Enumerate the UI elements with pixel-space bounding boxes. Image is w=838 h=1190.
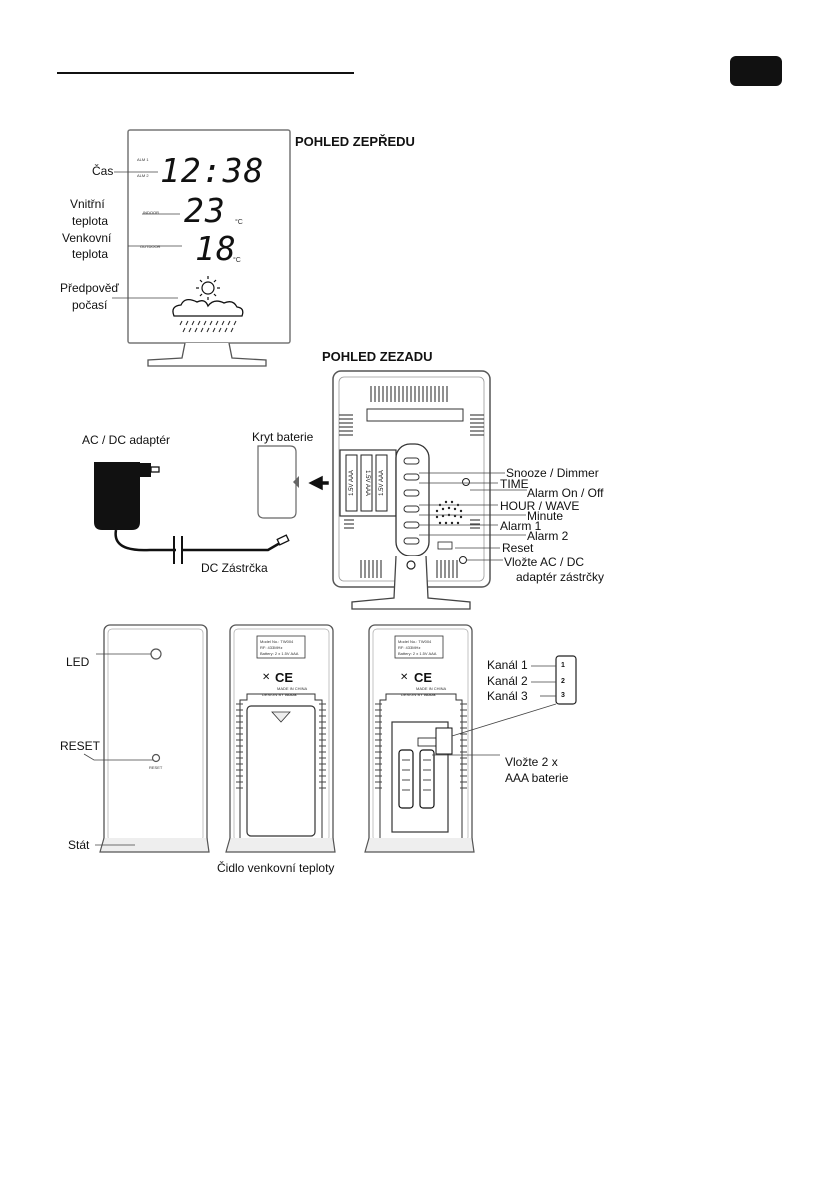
header-rule	[57, 72, 354, 74]
adapter-icon	[94, 462, 290, 564]
label-forecast-2: počasí	[72, 298, 108, 312]
bin-icon-2: ✕	[262, 672, 271, 683]
bin-icon-3: ✕	[400, 672, 409, 683]
alm1-tag: ALM 1	[137, 157, 149, 162]
page-tab	[730, 56, 782, 86]
lcd-indoor-temp: 23	[184, 191, 226, 230]
label-adapter: AC / DC adaptér	[82, 433, 171, 447]
channel-num-1: 1	[561, 662, 565, 669]
lcd-time: 12:38	[160, 151, 265, 190]
ce-mark-3: CE	[414, 670, 433, 685]
label-reset-sensor: RESET	[60, 739, 101, 753]
label-insert-plug-1: Vložte AC / DC	[504, 555, 585, 569]
lcd-outdoor-temp: 18	[195, 229, 237, 268]
sticker-3-line3: Battery: 2 x 1.5V AAA	[398, 651, 437, 656]
channel-num-2: 2	[561, 678, 565, 685]
label-channel-1: Kanál 1	[487, 658, 528, 672]
sticker-2-line2: RF: 433MHz	[260, 645, 283, 650]
label-outdoor-1: Venkovní	[62, 231, 112, 245]
label-stand: Stát	[68, 838, 90, 852]
indoor-unit: °C	[235, 219, 243, 226]
sticker-2-line3: Battery: 2 x 1.5V AAA	[260, 651, 299, 656]
label-outdoor-2: teplota	[72, 247, 109, 261]
label-insert-plug-2: adaptér zástrčky	[516, 570, 605, 584]
label-channel-3: Kanál 3	[487, 689, 528, 703]
sensor-reset-tag: RESET	[149, 765, 163, 770]
sticker-3-line2: RF: 433MHz	[398, 645, 421, 650]
label-dc-plug: DC Zástrčka	[201, 561, 268, 575]
label-led: LED	[66, 655, 90, 669]
label-battery-cover: Kryt baterie	[252, 430, 314, 444]
label-channel-2: Kanál 2	[487, 674, 528, 688]
label-time: Čas	[92, 164, 114, 178]
sticker-2-line1: Model No.: TW004	[260, 639, 294, 644]
brand-2: NOUS	[285, 692, 297, 697]
label-alarm2: Alarm 2	[527, 529, 569, 543]
label-hour-wave: HOUR / WAVE	[500, 499, 580, 513]
sun-icon	[196, 276, 220, 300]
label-minute: Minute	[527, 509, 564, 523]
label-insert-batteries-2: AAA baterie	[505, 771, 569, 785]
label-time-button: TIME	[500, 477, 529, 491]
rain-icon	[179, 320, 237, 333]
ce-mark-2: CE	[275, 670, 294, 685]
design-by-2: DESIGN BY	[262, 692, 284, 697]
outdoor-tag: OUTDOOR	[140, 244, 161, 249]
front-view-heading: POHLED ZEPŘEDU	[295, 134, 415, 149]
sensor-caption: Čidlo venkovní teploty	[217, 861, 335, 875]
cloud-icon	[172, 298, 244, 317]
label-alarm-on-off: Alarm On / Off	[527, 486, 604, 500]
design-by-3: DESIGN BY	[401, 692, 423, 697]
label-insert-batteries-1: Vložte 2 x	[505, 755, 558, 769]
brand-3: NOUS	[424, 692, 436, 697]
label-snooze: Snooze / Dimmer	[506, 466, 599, 480]
back-view-heading: POHLED ZEZADU	[322, 349, 433, 364]
channel-num-3: 3	[561, 692, 565, 699]
label-indoor-2: teplota	[72, 214, 109, 228]
insert-arrow-icon	[308, 475, 329, 491]
made-in-3: MADE IN CHINA	[416, 686, 447, 691]
alm2-tag: ALM 2	[137, 173, 149, 178]
label-forecast-1: Předpověď	[60, 281, 119, 295]
indoor-tag: INDOOR	[143, 210, 159, 215]
label-indoor-1: Vnitřní	[70, 197, 105, 211]
outdoor-unit: °C	[233, 257, 241, 264]
label-reset: Reset	[502, 541, 534, 555]
label-alarm1: Alarm 1	[500, 519, 542, 533]
sticker-3-line1: Model No.: TW004	[398, 639, 432, 644]
made-in-2: MADE IN CHINA	[277, 686, 308, 691]
